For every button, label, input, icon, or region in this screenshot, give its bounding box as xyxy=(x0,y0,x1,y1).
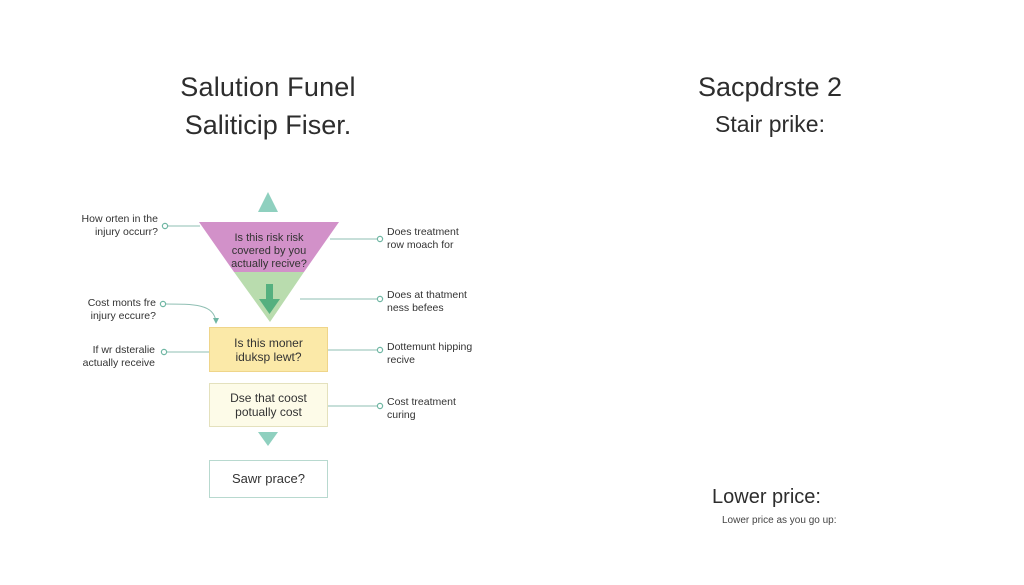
down-arrow-icon xyxy=(259,284,280,314)
funnel-box-1: Is this moner iduksp lewt? xyxy=(209,327,328,372)
annotation-left-1: How orten in the injury occurr? xyxy=(81,213,158,238)
diagram-subtitle: Saliticip Fiser. xyxy=(184,110,352,140)
funnel-box-3: Sawr prace? xyxy=(209,460,328,498)
connector-dot xyxy=(376,295,384,303)
funnel-top-section xyxy=(199,222,339,272)
lower-price-label: Lower price: xyxy=(712,486,821,508)
funnel-top-text: Is this risk risk covered by you actuall… xyxy=(231,232,307,270)
lower-price-note: Lower price as you go up: xyxy=(722,515,837,526)
funnel-box-2: Dse that coost potually cost xyxy=(209,383,328,427)
annotation-left-3: If wr dsteralie actually receive xyxy=(82,344,155,369)
annotation-right-3: Dottemunt hipping recive xyxy=(387,341,473,366)
diagram-title: Salution Funel xyxy=(180,72,356,102)
right-panel-title: Sacpdrste 2 xyxy=(697,72,843,102)
connector-dot xyxy=(159,300,167,308)
connector-dot xyxy=(376,346,384,354)
connector-dot xyxy=(161,222,169,230)
annotation-right-4: Cost treatment curing xyxy=(387,396,456,421)
annotation-right-1: Does treatment row moach for xyxy=(387,226,459,251)
annotation-left-2: Cost monts fre injury eccure? xyxy=(87,297,156,322)
down-triangle-icon xyxy=(258,432,278,446)
connector-dot xyxy=(376,402,384,410)
annotation-right-2: Does at thatment ness befees xyxy=(387,289,467,314)
up-arrow-icon xyxy=(258,192,278,212)
right-panel-subtitle: Stair prike: xyxy=(715,111,825,137)
connector-dot xyxy=(376,235,384,243)
connector-dot xyxy=(160,348,168,356)
